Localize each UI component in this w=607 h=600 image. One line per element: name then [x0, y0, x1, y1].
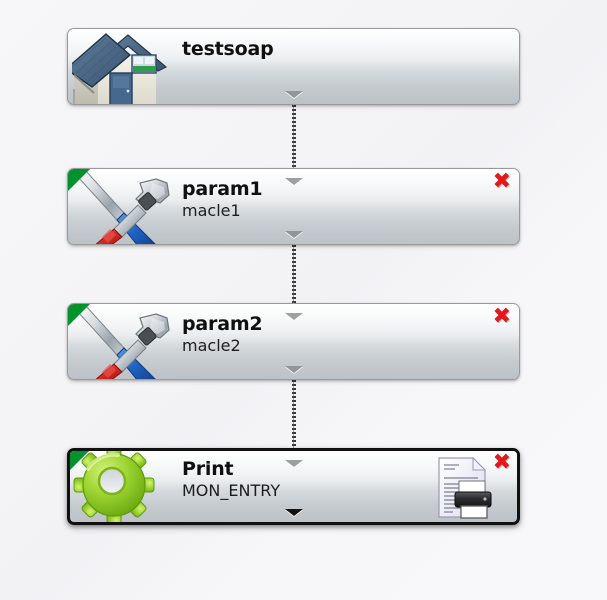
node-subtitle: macle2 [182, 336, 241, 355]
close-icon[interactable]: ✖ [492, 304, 511, 329]
expand-arrow-top[interactable] [284, 313, 303, 320]
node-labels: Print MON_ENTRY [182, 458, 280, 502]
printer-document-icon [433, 455, 495, 522]
close-icon[interactable]: ✖ [492, 169, 511, 194]
node-param1[interactable]: param1 macle1 ✖ [67, 168, 520, 245]
expand-arrow-bottom[interactable] [284, 231, 303, 238]
node-labels: param1 macle1 [182, 178, 263, 222]
node-param2[interactable]: param2 macle2 ✖ [67, 303, 520, 380]
node-title: param2 [182, 313, 263, 335]
expand-arrow-bottom[interactable] [284, 91, 303, 98]
node-subtitle: macle1 [182, 201, 241, 220]
close-icon[interactable]: ✖ [492, 450, 511, 475]
node-testsoap[interactable]: testsoap [67, 28, 520, 105]
expand-arrow-top[interactable] [284, 178, 303, 185]
node-title: Print [182, 458, 234, 480]
node-subtitle: MON_ENTRY [182, 481, 281, 500]
house-icon [72, 29, 176, 104]
expand-arrow-bottom[interactable] [284, 366, 303, 373]
expand-arrow-bottom[interactable] [284, 509, 303, 516]
green-corner-flag-icon [68, 169, 90, 191]
node-labels: param2 macle2 [182, 313, 263, 357]
node-print[interactable]: Print MON_ENTRY [67, 448, 520, 525]
green-corner-flag-icon [68, 304, 90, 326]
connector-param2-print [292, 380, 296, 448]
node-title: testsoap [182, 38, 274, 60]
node-labels: testsoap [182, 38, 274, 60]
connector-testsoap-param1 [292, 105, 296, 168]
connector-param1-param2 [292, 245, 296, 303]
green-corner-flag-icon [70, 451, 89, 470]
expand-arrow-top[interactable] [284, 460, 303, 467]
node-title: param1 [182, 178, 263, 200]
